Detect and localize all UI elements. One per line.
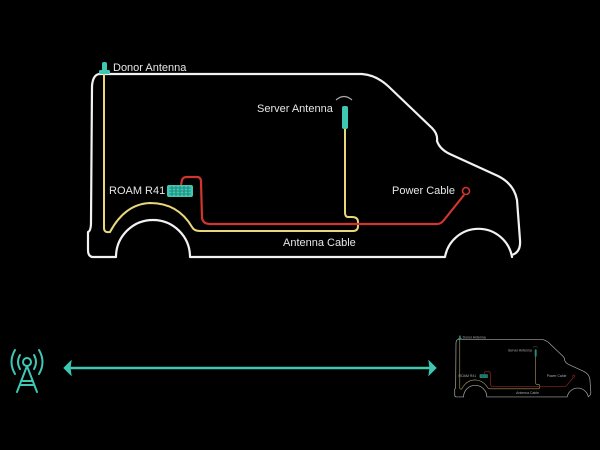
label-donor-antenna: Donor Antenna	[113, 62, 187, 74]
small-label-antenna-cable: Antenna Cable	[516, 391, 539, 395]
small-label-server-antenna: Server Antenna	[508, 348, 532, 352]
label-server-antenna: Server Antenna	[257, 103, 334, 115]
label-power-cable: Power Cable	[392, 185, 455, 197]
small-label-roam: ROAM R41	[459, 374, 477, 378]
label-antenna-cable: Antenna Cable	[283, 237, 356, 249]
small-label-donor-antenna: Donor Antenna	[463, 335, 486, 339]
van-large: Donor Antenna Server Antenna ROAM R41 Po…	[86, 60, 522, 259]
van-small: Donor Antenna Server Antenna ROAM R41 Po…	[454, 335, 592, 398]
small-label-power-cable: Power Cable	[547, 374, 567, 378]
signal-double-arrow	[63, 359, 437, 377]
label-roam: ROAM R41	[109, 185, 165, 197]
cell-tower-icon	[10, 349, 44, 393]
